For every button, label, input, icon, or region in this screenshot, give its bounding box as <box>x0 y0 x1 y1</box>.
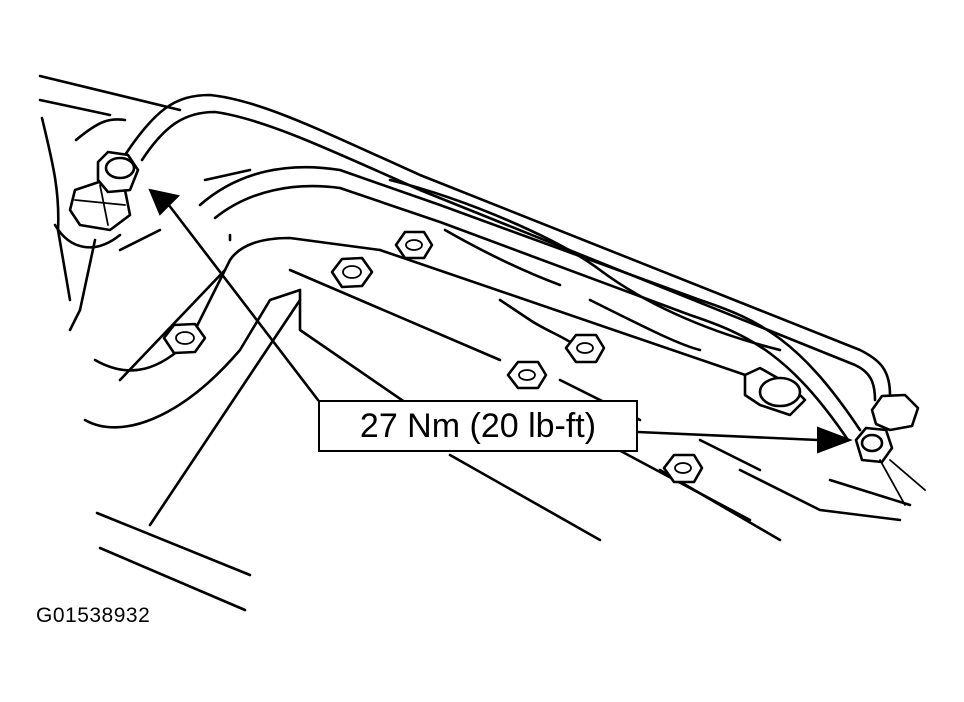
hex-bolt-icon <box>506 360 548 390</box>
cooler-line-tubes <box>123 93 892 442</box>
torque-spec-callout: 27 Nm (20 lb-ft) <box>318 400 638 452</box>
left-tube-nut-fitting <box>68 150 140 232</box>
left-torque-arrow <box>148 188 320 402</box>
right-torque-arrow <box>636 426 853 454</box>
hex-bolt-icon <box>564 333 606 364</box>
hex-bolt-icon <box>162 322 207 355</box>
torque-spec-text: 27 Nm (20 lb-ft) <box>359 406 597 445</box>
hex-bolt-icon <box>330 256 374 289</box>
pan-bolts <box>162 230 704 484</box>
transmission-case-outline <box>38 74 182 332</box>
line-bracket-boss <box>743 366 807 417</box>
hex-bolt-icon <box>394 230 434 260</box>
right-tube-nut-fitting <box>854 393 926 506</box>
hex-bolt-icon <box>662 453 704 484</box>
figure-id-label: G01538932 <box>36 604 151 627</box>
